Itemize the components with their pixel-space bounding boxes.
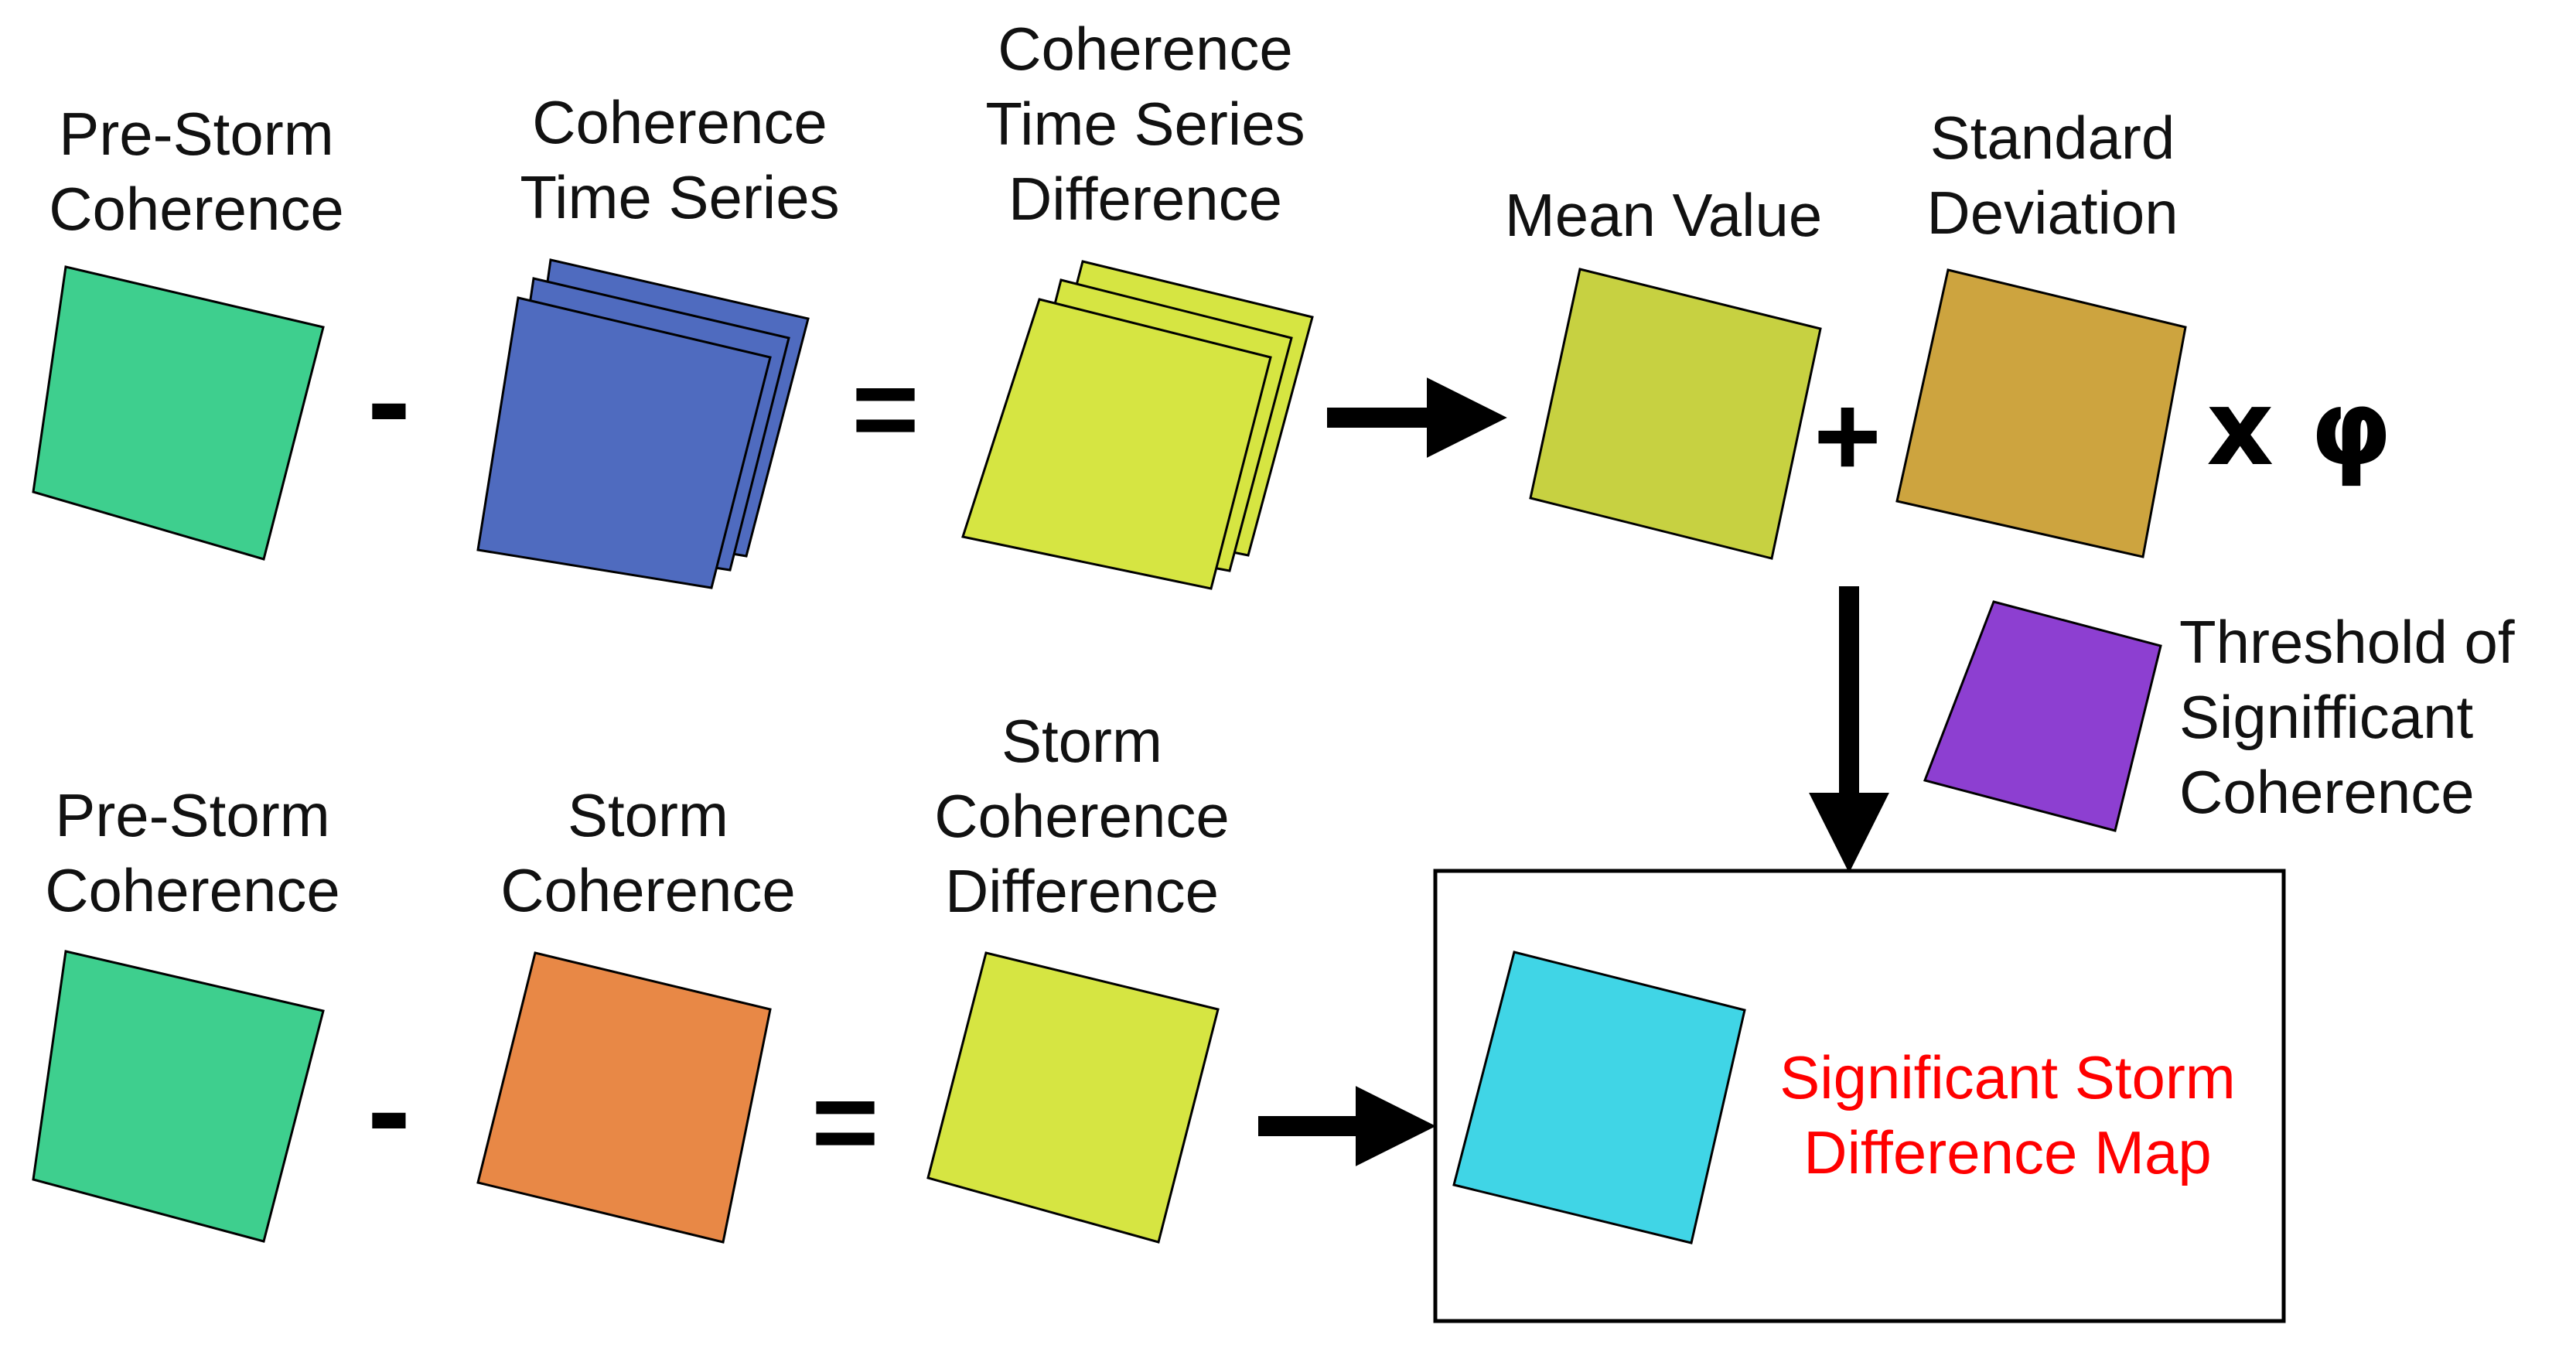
storm-coherence-label-line: Coherence	[500, 856, 796, 924]
storm-coherence-label-line: Storm	[567, 781, 729, 849]
time-series-tile-front	[476, 296, 772, 589]
coherence-time-series-label-line: Coherence	[532, 88, 827, 156]
standard-deviation-label-line: Deviation	[1926, 179, 2179, 247]
mean-value-label-line: Mean Value	[1504, 181, 1823, 249]
result-label-line: Difference Map	[1803, 1118, 2212, 1186]
plus-operator: +	[1813, 370, 1882, 500]
threshold-label-line: Signifficant	[2179, 683, 2474, 751]
equals-bottom: =	[811, 1057, 879, 1186]
minus-bottom: -	[367, 1036, 411, 1183]
pre-storm-coherence-tile-top	[32, 265, 325, 561]
ts-difference-tile-front	[961, 298, 1272, 590]
pre-storm-coherence-tile-bottom	[32, 950, 325, 1243]
pre-storm-coherence-label-top-line: Pre-Storm	[59, 100, 334, 168]
threshold-label-line: Threshold of	[2179, 608, 2515, 676]
pre-storm-coherence-label-bottom-line: Coherence	[45, 856, 340, 924]
storm-difference-label-line: Storm	[1001, 707, 1163, 775]
threshold-tile	[1923, 600, 2162, 832]
coherence-time-series-label-line: Time Series	[520, 163, 840, 231]
pre-storm-coherence-label-top-line: Coherence	[49, 175, 344, 243]
ts-difference-label-line: Time Series	[985, 90, 1305, 158]
storm-difference-tile	[926, 951, 1220, 1244]
storm-difference-label-line: Coherence	[934, 782, 1230, 850]
equals-top: =	[851, 343, 920, 473]
mean-value-label: Mean Value	[1505, 178, 1823, 253]
minus-top: -	[367, 327, 411, 474]
significant-difference-map-tile	[1452, 951, 1746, 1244]
standard-deviation-label-line: Standard	[1929, 104, 2175, 172]
result-box	[1433, 869, 2286, 1323]
mean-value-tile	[1529, 268, 1822, 560]
threshold-label-line: Coherence	[2179, 758, 2475, 826]
standard-deviation-tile	[1895, 268, 2187, 558]
result-label-line: Significant Storm	[1779, 1043, 2236, 1111]
ts-difference-label-line: Coherence	[998, 15, 1293, 83]
storm-difference-label-line: Difference	[944, 857, 1220, 925]
storm-coherence-tile	[476, 951, 772, 1244]
pre-storm-coherence-label-bottom-line: Pre-Storm	[55, 781, 330, 849]
times-phi: x φ	[2206, 367, 2392, 489]
ts-difference-label-line: Difference	[1008, 165, 1283, 233]
